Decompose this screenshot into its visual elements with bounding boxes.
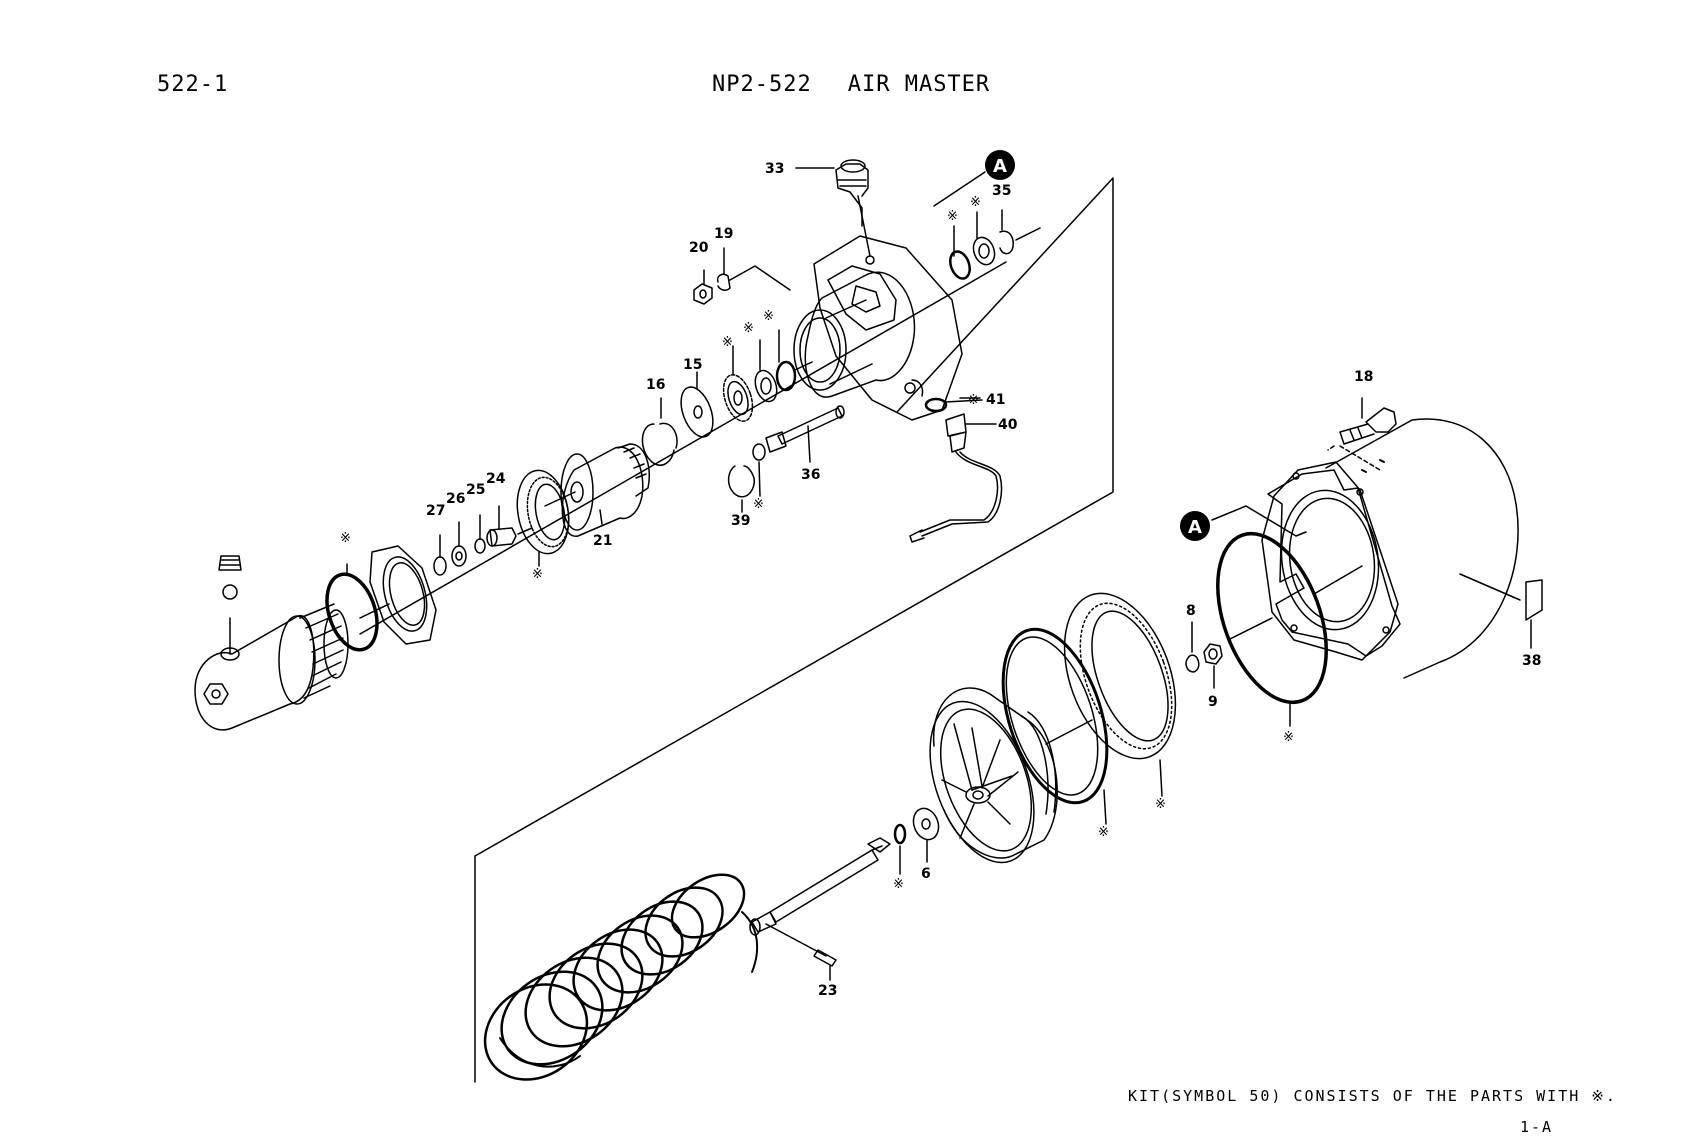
kit-mark: ※: [722, 335, 733, 350]
bearing: [722, 345, 754, 422]
bolt-18: [1327, 397, 1397, 471]
callout-25: 25: [466, 482, 485, 498]
callout-6: 6: [921, 866, 931, 882]
push-rod: [749, 837, 891, 981]
housing: [793, 159, 963, 421]
retainer-ring: [1001, 627, 1109, 825]
svg-text:A: A: [993, 156, 1007, 177]
callout-9: 9: [1208, 694, 1218, 710]
return-spring: [483, 873, 759, 1081]
callout-21: 21: [593, 533, 612, 549]
kit-mark: ※: [1283, 730, 1294, 745]
ref-marker-top: A: [933, 150, 1015, 207]
lock-nut: [359, 545, 437, 645]
callout-27: 27: [426, 503, 445, 519]
callout-39: 39: [731, 513, 750, 529]
kit-mark: ※: [340, 531, 351, 546]
end-cap: [194, 555, 349, 731]
nut-9: [1185, 621, 1223, 689]
page-title: NP2-522 AIR MASTER: [712, 72, 990, 97]
kit-mark: ※: [968, 393, 979, 408]
callout-19: 19: [714, 226, 733, 242]
callout-35: 35: [992, 183, 1011, 199]
marker-a-leader: [1211, 505, 1307, 537]
callout-26: 26: [446, 491, 465, 507]
callout-36: 36: [801, 467, 820, 483]
page-code: 522-1: [157, 72, 229, 97]
callout-33: 33: [765, 161, 784, 177]
callout-41: 41: [986, 392, 1005, 408]
diaphragm: [1063, 592, 1177, 797]
cylinder-body: [1261, 418, 1521, 679]
name-plate: [1525, 579, 1543, 649]
kit-mark: ※: [947, 209, 958, 224]
callout-8: 8: [1186, 603, 1196, 619]
small-parts-24-27: [433, 505, 533, 576]
callout-18: 18: [1354, 369, 1373, 385]
kit-note: KIT(SYMBOL 50) CONSISTS OF THE PARTS WIT…: [1128, 1087, 1617, 1105]
kit-mark: ※: [1155, 797, 1166, 812]
part-number: NP2-522: [712, 72, 812, 97]
kit-mark: ※: [893, 877, 904, 892]
kit-mark: ※: [753, 497, 764, 512]
washer-6: [893, 807, 940, 875]
kit-mark: ※: [743, 321, 754, 336]
snap-ring: [641, 397, 678, 466]
o-ring-cap: [325, 563, 379, 652]
pressure-switch: [909, 397, 1003, 543]
seal-washers: [754, 329, 813, 403]
kit-mark: ※: [763, 309, 774, 324]
callout-24: 24: [486, 471, 506, 487]
kit-mark: ※: [1098, 825, 1109, 840]
large-o-ring: [1216, 531, 1328, 727]
background-plane: [359, 177, 1114, 1083]
svg-text:A: A: [1188, 517, 1202, 538]
upper-right-seals: [949, 209, 1041, 280]
callout-38: 38: [1522, 653, 1541, 669]
kit-mark: ※: [970, 195, 981, 210]
diaphragm-plate: [929, 687, 1058, 864]
seal-ring: [516, 469, 570, 567]
sheet-number: 1-A: [1520, 1118, 1554, 1136]
callout-23: 23: [818, 983, 837, 999]
callout-20: 20: [689, 240, 709, 256]
nut-and-bolt: [693, 247, 791, 305]
snap-ring-39: [727, 465, 756, 513]
kit-mark: ※: [532, 567, 543, 582]
washer: [680, 371, 714, 438]
piston: [544, 443, 650, 537]
upper-shaft: [752, 405, 845, 497]
ref-marker-lower: A: [1180, 511, 1210, 541]
callout-15: 15: [683, 357, 702, 373]
callout-40: 40: [998, 417, 1018, 433]
assembly-title: AIR MASTER: [847, 72, 991, 97]
callout-16: 16: [646, 377, 665, 393]
